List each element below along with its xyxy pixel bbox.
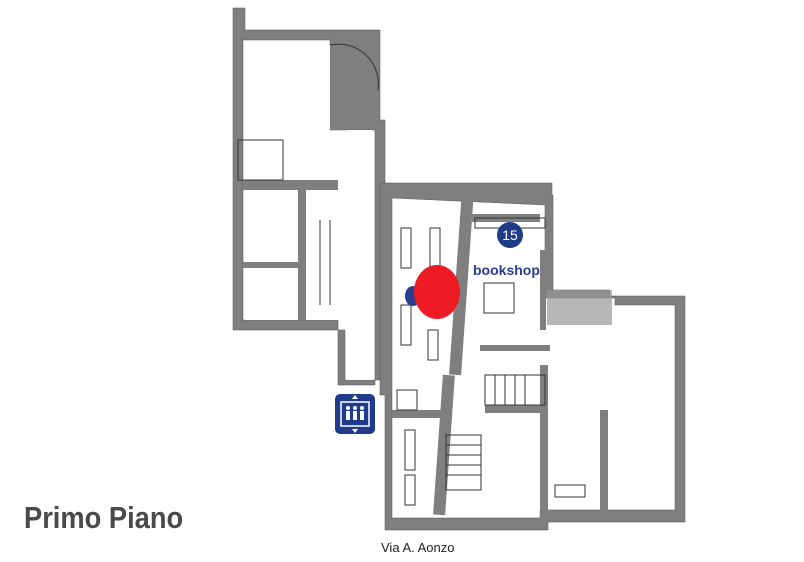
stairs-left xyxy=(319,220,331,305)
street-label: Via A. Aonzo xyxy=(381,540,455,555)
hatched-area xyxy=(547,290,612,325)
current-location-marker xyxy=(414,265,460,319)
bookshop-label: bookshop xyxy=(473,262,540,278)
stairs-center xyxy=(445,374,546,491)
floor-title: Primo Piano xyxy=(24,500,184,535)
elevator-icon xyxy=(335,394,375,434)
room-number-badge: 15 xyxy=(497,222,523,248)
main-building-walls xyxy=(379,182,686,531)
